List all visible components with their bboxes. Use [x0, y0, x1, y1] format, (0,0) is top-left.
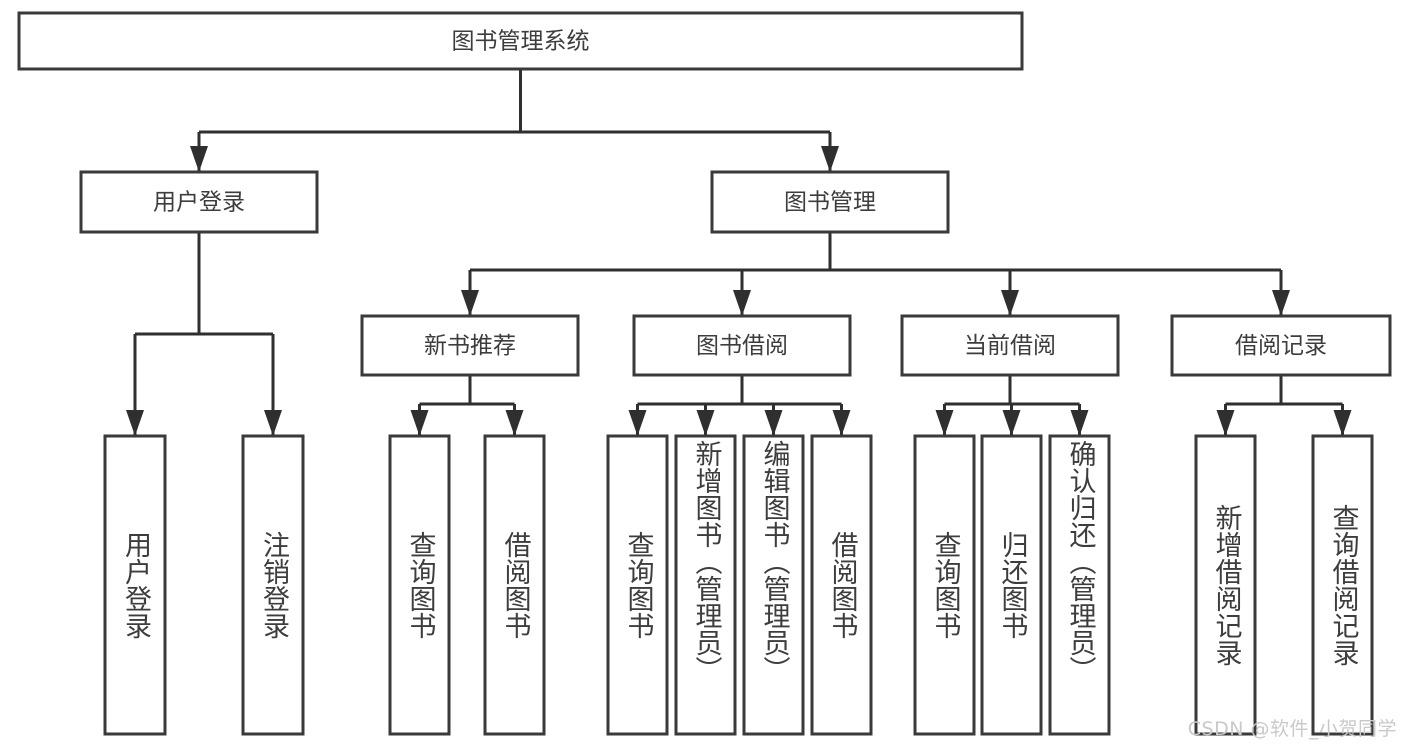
node-layer: 图书管理系统用户登录图书管理新书推荐图书借阅当前借阅借阅记录用户登录注销登录查询… — [17, 11, 1392, 736]
node-current-borrow[interactable]: 当前借阅 — [900, 314, 1120, 377]
book-manage-arrow-1 — [733, 290, 751, 316]
current-borrow-arrow-1 — [1002, 410, 1021, 436]
connector-layer — [126, 69, 1352, 436]
node-label-root: 图书管理系统 — [452, 29, 590, 55]
book-manage-arrow-2 — [1001, 290, 1019, 316]
node-book-borrow[interactable]: 图书借阅 — [632, 314, 852, 377]
node-label-wrap-leaf-confirm-return: 确认归还（管理员） — [1064, 440, 1096, 683]
node-label-leaf-confirm-return: 确认归还（管理员） — [1064, 440, 1096, 683]
node-label-leaf-return-book: 归还图书 — [996, 531, 1028, 639]
node-label-wrap-leaf-return-book: 归还图书 — [996, 531, 1028, 639]
node-label-user-login: 用户登录 — [153, 190, 245, 216]
current-borrow-arrow-0 — [935, 410, 954, 436]
node-box-book-manage — [710, 170, 950, 234]
node-label-leaf-edit-book: 编辑图书（管理员） — [758, 440, 790, 683]
root-arrow-0 — [190, 146, 208, 172]
node-box-borrow-record — [1170, 314, 1392, 377]
new-book-recommend-arrow-0 — [410, 410, 429, 436]
node-leaf-borrow-book-2[interactable]: 借阅图书 — [810, 434, 873, 736]
borrow-record-arrow-0 — [1216, 410, 1235, 436]
node-box-leaf-user-login — [103, 434, 167, 736]
node-leaf-borrow-book-1[interactable]: 借阅图书 — [483, 434, 546, 736]
node-leaf-return-book[interactable]: 归还图书 — [980, 434, 1043, 736]
node-label-current-borrow: 当前借阅 — [964, 333, 1056, 359]
node-box-current-borrow — [900, 314, 1120, 377]
node-leaf-query-book-1[interactable]: 查询图书 — [388, 434, 451, 736]
node-label-wrap-leaf-query-book-2: 查询图书 — [622, 531, 654, 639]
node-borrow-record[interactable]: 借阅记录 — [1170, 314, 1392, 377]
node-label-book-manage: 图书管理 — [784, 190, 876, 216]
node-label-new-book-recommend: 新书推荐 — [424, 333, 516, 359]
node-box-leaf-logout — [241, 434, 305, 736]
borrow-record-arrow-1 — [1333, 410, 1352, 436]
node-leaf-add-record[interactable]: 新增借阅记录 — [1194, 434, 1257, 736]
node-label-leaf-add-record: 新增借阅记录 — [1210, 504, 1242, 666]
node-label-wrap-leaf-borrow-book-1: 借阅图书 — [499, 531, 531, 639]
current-borrow-arrow-2 — [1070, 410, 1089, 436]
book-borrow-arrow-2 — [764, 410, 783, 436]
book-borrow-arrow-1 — [696, 410, 715, 436]
node-box-leaf-query-book-1 — [388, 434, 451, 736]
node-label-wrap-leaf-query-record: 查询借阅记录 — [1327, 504, 1359, 666]
node-leaf-user-login[interactable]: 用户登录 — [103, 434, 167, 736]
new-book-recommend-arrow-1 — [505, 410, 524, 436]
node-leaf-add-book[interactable]: 新增图书（管理员） — [674, 434, 737, 736]
node-user-login[interactable]: 用户登录 — [79, 170, 319, 234]
node-leaf-logout[interactable]: 注销登录 — [241, 434, 305, 736]
node-box-user-login — [79, 170, 319, 234]
node-label-leaf-add-book: 新增图书（管理员） — [690, 440, 722, 683]
book-manage-arrow-3 — [1272, 290, 1290, 316]
node-label-wrap-leaf-add-book: 新增图书（管理员） — [690, 440, 722, 683]
node-book-manage[interactable]: 图书管理 — [710, 170, 950, 234]
node-box-leaf-confirm-return — [1048, 434, 1111, 736]
node-box-leaf-borrow-book-2 — [810, 434, 873, 736]
node-label-book-borrow: 图书借阅 — [696, 333, 788, 359]
node-leaf-query-record[interactable]: 查询借阅记录 — [1311, 434, 1374, 736]
node-label-borrow-record: 借阅记录 — [1235, 333, 1327, 359]
node-label-leaf-borrow-book-1: 借阅图书 — [499, 531, 531, 639]
node-leaf-edit-book[interactable]: 编辑图书（管理员） — [742, 434, 805, 736]
node-label-leaf-user-login: 用户登录 — [120, 531, 152, 639]
node-label-leaf-query-book-3: 查询图书 — [929, 531, 961, 639]
node-box-leaf-borrow-book-1 — [483, 434, 546, 736]
node-box-leaf-add-book — [674, 434, 737, 736]
user-login-arrow-0 — [126, 410, 144, 436]
node-box-leaf-query-book-3 — [913, 434, 976, 736]
node-label-wrap-leaf-user-login: 用户登录 — [120, 531, 152, 639]
book-borrow-arrow-0 — [628, 410, 647, 436]
node-label-leaf-query-record: 查询借阅记录 — [1327, 504, 1359, 666]
node-box-leaf-query-record — [1311, 434, 1374, 736]
book-borrow-arrow-3 — [832, 410, 851, 436]
node-label-leaf-logout: 注销登录 — [258, 531, 290, 639]
node-label-wrap-leaf-logout: 注销登录 — [258, 531, 290, 639]
root-arrow-1 — [821, 146, 839, 172]
node-label-wrap-leaf-query-book-1: 查询图书 — [404, 531, 436, 639]
node-label-leaf-borrow-book-2: 借阅图书 — [826, 531, 858, 639]
book-manage-arrow-0 — [461, 290, 479, 316]
node-box-leaf-edit-book — [742, 434, 805, 736]
node-box-leaf-query-book-2 — [606, 434, 669, 736]
node-new-book-recommend[interactable]: 新书推荐 — [360, 314, 580, 377]
node-box-book-borrow — [632, 314, 852, 377]
node-leaf-query-book-2[interactable]: 查询图书 — [606, 434, 669, 736]
node-label-wrap-leaf-edit-book: 编辑图书（管理员） — [758, 440, 790, 683]
node-box-new-book-recommend — [360, 314, 580, 377]
node-label-leaf-query-book-2: 查询图书 — [622, 531, 654, 639]
node-leaf-confirm-return[interactable]: 确认归还（管理员） — [1048, 434, 1111, 736]
node-leaf-query-book-3[interactable]: 查询图书 — [913, 434, 976, 736]
node-box-leaf-return-book — [980, 434, 1043, 736]
user-login-arrow-1 — [264, 410, 282, 436]
node-box-root — [17, 11, 1024, 71]
node-box-leaf-add-record — [1194, 434, 1257, 736]
node-label-wrap-leaf-borrow-book-2: 借阅图书 — [826, 531, 858, 639]
node-label-wrap-leaf-query-book-3: 查询图书 — [929, 531, 961, 639]
node-label-wrap-leaf-add-record: 新增借阅记录 — [1210, 504, 1242, 666]
node-label-leaf-query-book-1: 查询图书 — [404, 531, 436, 639]
node-root[interactable]: 图书管理系统 — [17, 11, 1024, 71]
